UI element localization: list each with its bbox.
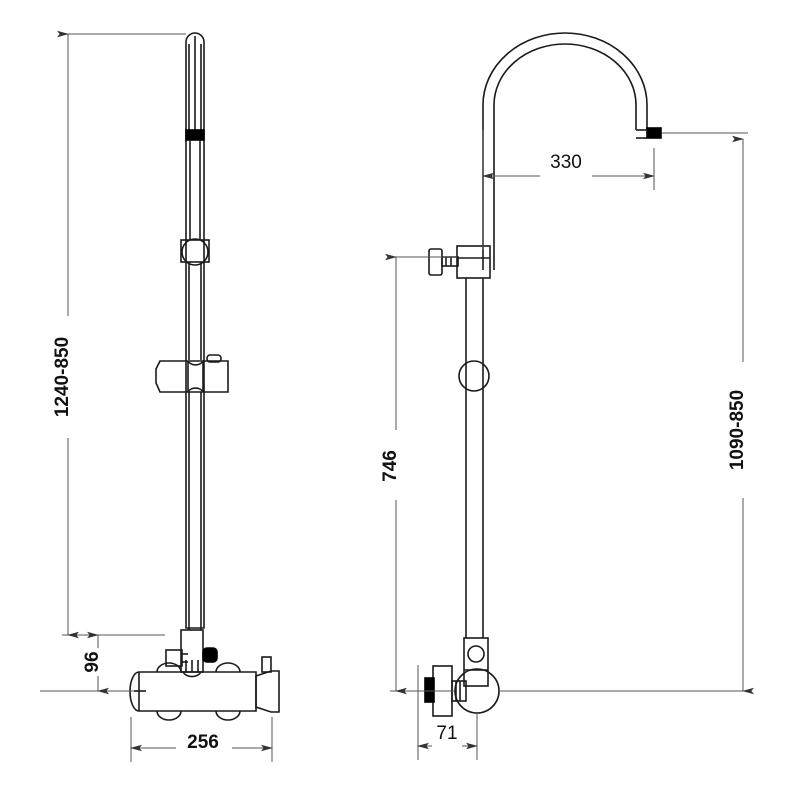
slider-bracket-notch-bottom [187, 387, 204, 393]
gooseneck-inner [493, 43, 637, 270]
riser-coupling-body [180, 239, 210, 263]
riser-base-black-button [202, 647, 218, 663]
side-valve-block [463, 637, 489, 687]
dim-label-overall-height-side: 1090-850 [727, 390, 748, 470]
valve-body-outline [129, 671, 257, 712]
side-slider-ring [458, 360, 490, 392]
valve-body-boss-topleft [156, 662, 182, 673]
riser-coupling-circle [181, 238, 209, 266]
dim-label-valve-centre-height: 96 [82, 651, 103, 672]
wall-bracket-knob [428, 248, 443, 276]
gooseneck-tip-band [646, 127, 662, 139]
valve-body-boss-topright [215, 662, 241, 673]
side-knob-cap [424, 677, 435, 703]
dim-label-valve-body-depth: 71 [436, 723, 457, 744]
valve-body-boss-bottomleft [156, 710, 182, 721]
side-view-geometry [424, 32, 662, 717]
front-view-dimensions [40, 30, 273, 762]
gooseneck-outer [482, 32, 648, 270]
riser-tube-black-band [185, 129, 205, 141]
slider-bracket-body [155, 360, 229, 393]
dim-label-valve-body-width: 256 [187, 732, 219, 753]
dim-label-riser-height: 746 [380, 450, 401, 482]
dim-label-spout-projection: 330 [550, 152, 582, 173]
wall-bracket-block [456, 245, 491, 279]
valve-handle-stem [261, 656, 272, 673]
front-view-geometry [129, 32, 280, 721]
dim-label-overall-height-front: 1240-850 [52, 337, 73, 417]
side-valve-port [467, 645, 485, 663]
side-view-dimensions [385, 130, 754, 760]
valve-body-boss-bottomright [215, 710, 241, 721]
slider-bracket-tab [206, 354, 222, 363]
riser-base-collar [182, 671, 202, 678]
wall-bracket-screw-shaft [441, 256, 459, 267]
valve-handle-body [255, 670, 280, 713]
side-valve-body-circle [454, 668, 500, 714]
slider-bracket-notch-top [187, 360, 204, 366]
riser-base-square-tab [165, 649, 183, 667]
